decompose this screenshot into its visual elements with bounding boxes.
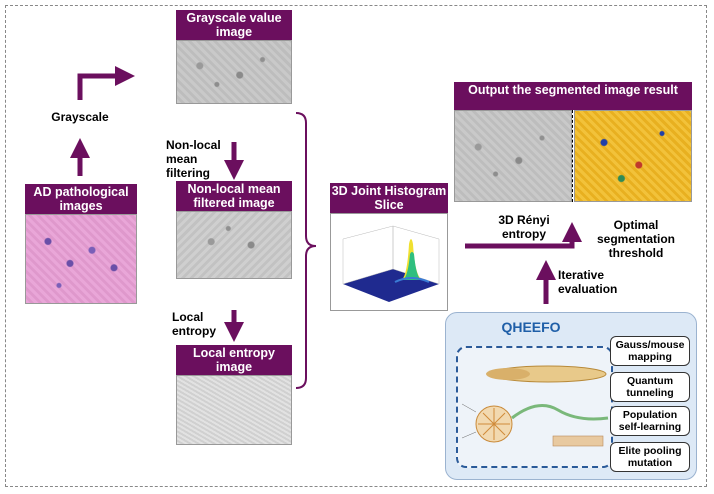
op-gauss-mouse-mapping: Gauss/mouse mapping (610, 336, 690, 366)
histogram-surface (342, 225, 440, 302)
output-divider (572, 110, 573, 202)
header-entropy-image: Local entropy image (176, 345, 292, 375)
grayscale-image (176, 40, 292, 104)
label-iterative-evaluation: Iterative evaluation (558, 268, 618, 296)
header-histogram: 3D Joint Histogram Slice (330, 183, 448, 213)
label-nlm-filtering: Non-local mean filtering (166, 138, 221, 180)
label-renyi: 3D Rényi entropy (498, 213, 550, 241)
header-ad-images: AD pathological images (25, 184, 137, 214)
op-elite-pooling-mutation: Elite pooling mutation (610, 442, 690, 472)
label-local-entropy: Local entropy (172, 310, 217, 338)
diagram-frame (5, 5, 707, 487)
output-segmented-half (574, 110, 692, 202)
nlm-filtered-image (176, 211, 292, 279)
label-grayscale: Grayscale (51, 110, 109, 124)
histogram-plot (330, 213, 448, 311)
local-entropy-image (176, 375, 292, 445)
arrow-grayscale-bent (77, 66, 135, 100)
label-optimal-threshold: Optimal segmentation threshold (596, 218, 675, 260)
header-output: Output the segmented image result (454, 82, 692, 110)
qheefo-title: QHEEFO (501, 319, 561, 335)
output-grayscale-half (454, 110, 572, 202)
op-quantum-tunneling: Quantum tunneling (610, 372, 690, 402)
ad-histology-image (25, 214, 137, 304)
brace (295, 112, 317, 389)
arrow-renyi-bent (465, 222, 582, 249)
eel-organ-illustration (461, 365, 609, 447)
header-nlm-image: Non-local mean filtered image (176, 181, 292, 211)
header-grayscale-image: Grayscale value image (176, 10, 292, 40)
op-population-self-learning: Population self-learning (610, 406, 690, 436)
qheefo-illustration (456, 346, 613, 468)
